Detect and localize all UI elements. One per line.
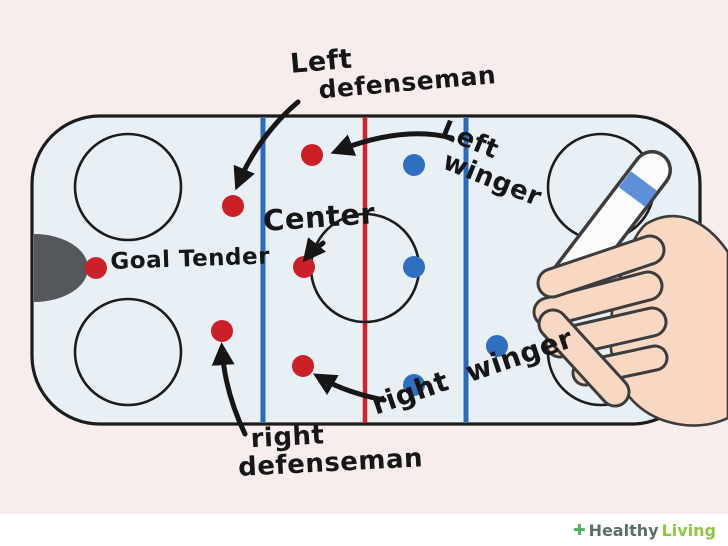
- thumb: [540, 311, 628, 405]
- blue-dot-middle: [403, 256, 425, 278]
- marker-blue-band: [618, 171, 658, 207]
- red-dot-left-defenseman: [222, 195, 244, 217]
- label-goal-tender: Goal Tender: [109, 243, 271, 275]
- blue-dot-bottom: [403, 374, 425, 396]
- arrows: [211, 99, 455, 437]
- red-dot-goal-tender: [85, 257, 107, 279]
- middle-finger: [535, 273, 661, 325]
- faceoff-circle-top-left: [73, 132, 183, 242]
- goal-crease: [34, 234, 88, 302]
- index-finger: [539, 237, 663, 296]
- faceoff-circle-bottom-left: [73, 297, 183, 407]
- red-dot-center: [293, 256, 315, 278]
- red-dot-right-defenseman: [211, 320, 233, 342]
- hockey-rink: [30, 114, 702, 426]
- logo-word-living: Living: [661, 521, 716, 540]
- red-dot-right-winger: [292, 355, 314, 377]
- label-right-defenseman: right defenseman: [236, 416, 423, 483]
- arrow-to-right-winger: [313, 373, 387, 403]
- arrow-to-center: [302, 237, 327, 263]
- footer-bar: [0, 514, 728, 546]
- players: [85, 144, 508, 396]
- arrow-to-left-winger: [330, 131, 455, 156]
- logo-word-healthy: Healthy: [588, 521, 659, 540]
- blue-dot-right: [486, 335, 508, 357]
- arrow-to-right-defenseman: [211, 342, 248, 437]
- red-dot-left-winger: [301, 144, 323, 166]
- hand: [532, 214, 728, 427]
- healthy-living-icon: ✚: [572, 521, 586, 539]
- arrow-to-left-defenseman: [233, 99, 301, 191]
- blue-dot-top: [403, 154, 425, 176]
- healthy-living-logo: ✚ Healthy Living: [573, 521, 716, 540]
